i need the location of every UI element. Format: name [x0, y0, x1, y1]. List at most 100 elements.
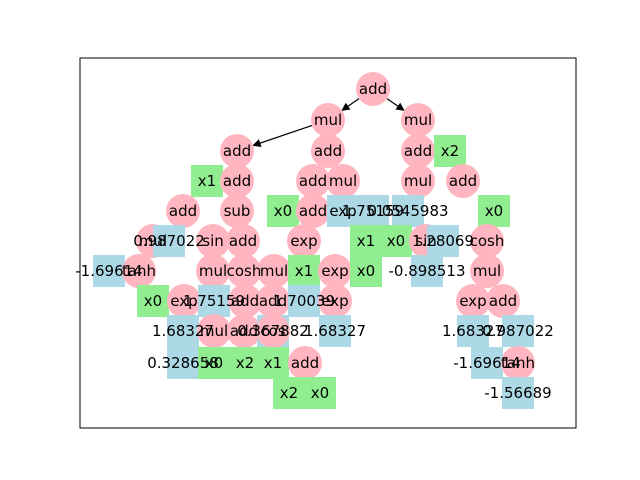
node-label: add: [230, 322, 258, 340]
constant-node: [327, 195, 359, 227]
node-label: exp: [170, 292, 197, 310]
node-label: cosh: [227, 262, 262, 280]
node-label: x0: [274, 202, 292, 220]
constant-node: [357, 195, 389, 227]
operator-node: [326, 164, 360, 198]
node-label: -1.69614: [453, 354, 520, 372]
operator-node: [311, 103, 345, 137]
node-label: add: [489, 292, 517, 310]
node-label: add: [299, 172, 327, 190]
node-label: exp: [321, 292, 348, 310]
node-label: add: [314, 142, 342, 160]
node-label: mul: [473, 262, 501, 280]
operator-node: [122, 254, 156, 288]
variable-node: [380, 225, 412, 257]
node-label: exp: [459, 292, 486, 310]
operator-node: [287, 224, 321, 258]
operator-node: [227, 254, 261, 288]
node-label: x1: [198, 172, 216, 190]
operator-node: [401, 164, 435, 198]
variable-node: [478, 195, 510, 227]
constant-node: [288, 285, 320, 317]
node-label: mul: [200, 322, 228, 340]
node-label: x2: [280, 384, 298, 402]
constant-node: [471, 347, 503, 379]
operator-node: [456, 284, 490, 318]
operator-node: [256, 314, 290, 348]
node-label: mul: [404, 172, 432, 190]
node-label: 1.68327: [442, 322, 504, 340]
node-label: 0.987022: [133, 232, 205, 250]
node-label: tanh: [501, 354, 535, 372]
node-label: 1.68327: [304, 322, 366, 340]
tree-edge: [386, 98, 405, 111]
tree-edge: [252, 124, 313, 148]
operator-node: [197, 314, 231, 348]
node-label: mul: [260, 262, 288, 280]
operator-node: [227, 314, 261, 348]
operator-node: [318, 254, 352, 288]
node-label: x1: [357, 232, 375, 250]
operator-node: [470, 254, 504, 288]
constant-node: [167, 315, 199, 347]
constant-node: [167, 347, 199, 379]
constant-node: [411, 255, 443, 287]
operator-node: [196, 254, 230, 288]
node-label: exp: [290, 232, 317, 250]
variable-node: [198, 347, 230, 379]
operator-node: [220, 194, 254, 228]
variable-node: [191, 165, 223, 197]
node-label: 0.367882: [237, 322, 309, 340]
operator-node: [228, 284, 262, 318]
operator-node: [220, 164, 254, 198]
node-label: add: [259, 292, 287, 310]
node-label: x0: [144, 292, 162, 310]
operator-node: [486, 284, 520, 318]
variable-node: [304, 377, 336, 409]
constant-node: [392, 195, 424, 227]
node-label: sin: [415, 232, 437, 250]
operator-node: [226, 224, 260, 258]
node-label: x2: [236, 354, 254, 372]
node-label: -1.56689: [484, 384, 551, 402]
node-label: 0.987022: [482, 322, 554, 340]
operator-node: [220, 134, 254, 168]
node-label: add: [449, 172, 477, 190]
node-label: exp: [329, 202, 356, 220]
constant-node: [427, 225, 459, 257]
node-label: add: [404, 142, 432, 160]
constant-node: [319, 315, 351, 347]
constant-node: [198, 285, 230, 317]
node-label: mul: [139, 232, 167, 250]
node-label: sin: [202, 232, 224, 250]
constant-node: [153, 225, 185, 257]
node-label: sub: [224, 202, 251, 220]
operator-node: [167, 284, 201, 318]
node-label: add: [359, 80, 387, 98]
node-label: mul: [329, 172, 357, 190]
variable-node: [288, 255, 320, 287]
node-label: cos: [260, 322, 285, 340]
node-label: x0: [387, 232, 405, 250]
node-label: add: [223, 142, 251, 160]
constant-node: [93, 255, 125, 287]
node-label: mul: [314, 111, 342, 129]
node-label: 0.328658: [147, 354, 219, 372]
operator-node: [470, 224, 504, 258]
node-label: add: [229, 232, 257, 250]
variable-node: [137, 285, 169, 317]
plot-frame: [79, 57, 577, 429]
node-label: x2: [441, 142, 459, 160]
node-label: exp: [321, 262, 348, 280]
node-label: 1.70039: [273, 292, 335, 310]
node-label: x1: [295, 262, 313, 280]
operator-node: [296, 164, 330, 198]
node-label: -0.898513: [389, 262, 466, 280]
operator-node: [166, 194, 200, 228]
variable-node: [257, 347, 289, 379]
node-label: x1: [264, 354, 282, 372]
operator-node: [356, 72, 390, 106]
operator-node: [318, 284, 352, 318]
operator-node: [257, 254, 291, 288]
